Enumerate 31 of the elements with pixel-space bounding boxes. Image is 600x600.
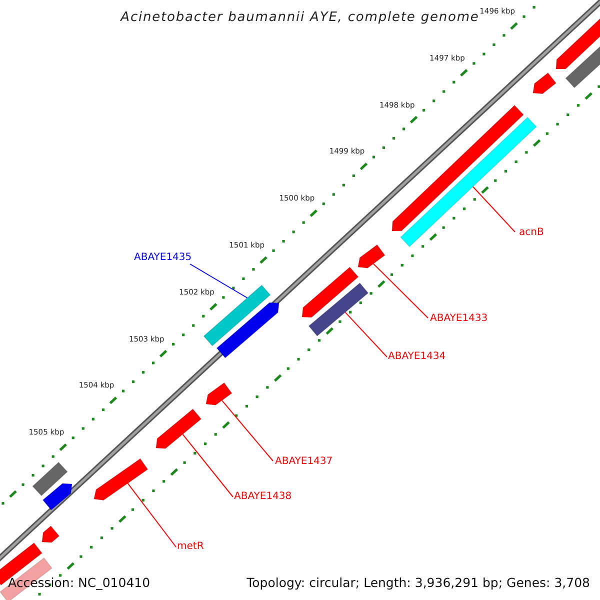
leader-line bbox=[344, 312, 388, 358]
gene-feature bbox=[94, 458, 148, 501]
leader-line bbox=[472, 186, 516, 232]
gene-feature bbox=[206, 382, 232, 406]
gene-feature bbox=[532, 72, 556, 94]
leader-line bbox=[190, 264, 248, 298]
accession-note: Accession: NC_010410 bbox=[8, 575, 150, 590]
gene-feature bbox=[216, 302, 280, 358]
leader-line bbox=[221, 400, 274, 462]
diagram-title: Acinetobacter baumannii AYE, complete genome bbox=[120, 10, 480, 25]
gene-label: ABAYE1433 bbox=[430, 313, 488, 325]
gene-bar bbox=[32, 462, 68, 496]
gene-feature bbox=[156, 408, 202, 449]
leader-line bbox=[182, 434, 234, 498]
gene-label: ABAYE1437 bbox=[275, 456, 333, 468]
gene-feature bbox=[358, 244, 386, 268]
gene-bar bbox=[308, 282, 369, 336]
gene-label: metR bbox=[177, 541, 204, 553]
gene-feature bbox=[302, 266, 359, 318]
leader-line bbox=[372, 263, 428, 318]
gene-label: ABAYE1438 bbox=[234, 491, 292, 503]
gene-bar bbox=[203, 284, 271, 346]
gene-feature bbox=[556, 16, 600, 70]
genome-info-note: Topology: circular; Length: 3,936,291 bp; Genes: 3,708 bbox=[246, 575, 590, 590]
gene-bar bbox=[565, 44, 600, 88]
gene-label: ABAYE1434 bbox=[388, 351, 446, 363]
leader-line bbox=[127, 482, 176, 548]
gene-feature bbox=[42, 483, 72, 510]
gene-feature bbox=[42, 526, 60, 543]
gene-label: acnB bbox=[519, 227, 544, 239]
gene-label: ABAYE1435 bbox=[134, 252, 192, 264]
